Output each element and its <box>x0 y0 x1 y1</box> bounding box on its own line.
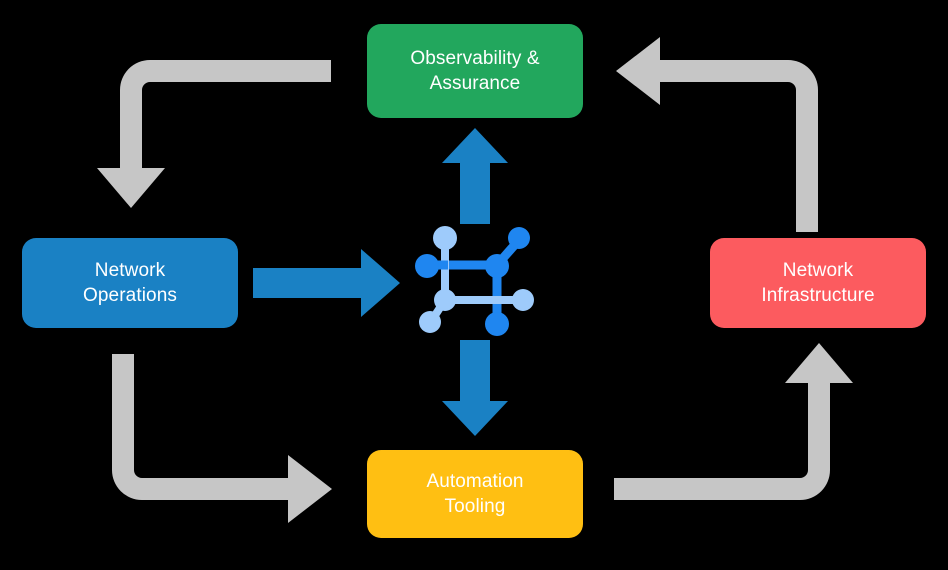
box-automation-tooling[interactable]: Automation Tooling <box>367 450 583 538</box>
network-icon-nodes <box>415 226 534 336</box>
arrow-infrastructure-to-observability <box>616 37 818 232</box>
box-network-operations[interactable]: Network Operations <box>22 238 238 328</box>
box-observability-assurance[interactable]: Observability & Assurance <box>367 24 583 118</box>
arrow-observability-to-operations <box>97 60 331 208</box>
arrow-operations-to-center <box>253 249 400 317</box>
arrow-automation-to-infrastructure <box>614 343 853 500</box>
arrow-center-to-observability <box>442 128 508 224</box>
box-network-infrastructure[interactable]: Network Infrastructure <box>710 238 926 328</box>
arrow-operations-to-automation <box>112 354 332 523</box>
arrow-center-to-automation <box>442 340 508 436</box>
